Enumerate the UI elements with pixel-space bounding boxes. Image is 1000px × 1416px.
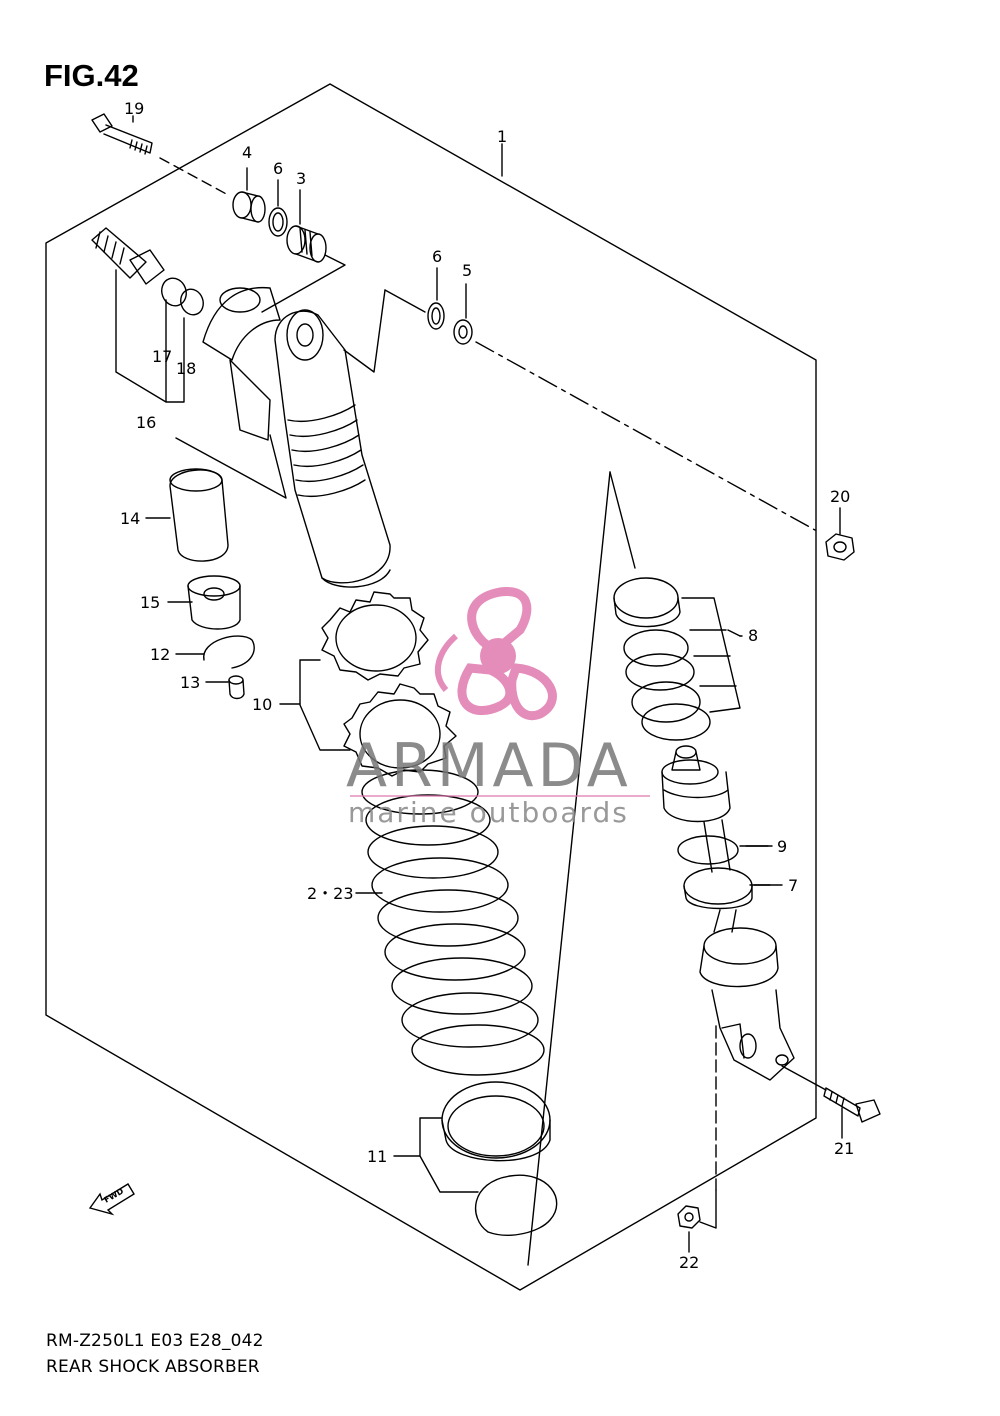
callout-13: 13: [180, 673, 200, 692]
o-ring-18: [180, 288, 204, 316]
watermark-brand: ARMADA: [346, 731, 632, 801]
callout-5: 5: [462, 261, 472, 280]
callout-10: 10: [252, 695, 272, 714]
damper-rod-assembly: [661, 745, 795, 1081]
spring-2-23: [361, 769, 545, 1076]
callout-22: 22: [679, 1253, 699, 1272]
callout-4: 4: [242, 143, 252, 162]
seal-6b: [427, 302, 445, 330]
stopper-ring-11: [474, 1174, 558, 1236]
cap-14: [169, 468, 229, 562]
assembly-outline: [45, 83, 817, 1291]
figure-description: REAR SHOCK ABSORBER: [46, 1357, 260, 1377]
bracket-11: [419, 1117, 479, 1193]
bearing-3: [286, 225, 327, 263]
piston-15: [187, 575, 241, 630]
callout-7: 7: [788, 876, 798, 895]
model-code: RM-Z250L1 E03 E28_042: [46, 1331, 264, 1351]
callout-20: 20: [830, 487, 850, 506]
figure-title: FIG.42: [44, 58, 139, 93]
callout-19: 19: [124, 99, 144, 118]
bracket-16: [115, 269, 185, 403]
snap-ring-12: [203, 635, 255, 669]
dash-leader-19: [159, 157, 231, 197]
bump-stop-8: [613, 577, 711, 741]
watermark-tagline: marine outboards: [348, 796, 629, 829]
callout-3: 3: [296, 169, 306, 188]
damper-body: [274, 309, 391, 588]
callout-2-23: 2・23: [307, 884, 354, 903]
o-ring-17: [161, 277, 187, 307]
lock-nut-10b: [343, 683, 457, 777]
seal-6a: [268, 207, 288, 237]
callout-12: 12: [150, 645, 170, 664]
callout-6a: 6: [273, 159, 283, 178]
callout-1: 1: [497, 127, 507, 146]
bolt-19: [91, 113, 153, 155]
bracket-10: [299, 659, 351, 751]
callout-9: 9: [777, 837, 787, 856]
dash-leader-top: [475, 341, 816, 531]
callout-8: 8: [748, 626, 758, 645]
spring-seat-11: [441, 1081, 551, 1162]
valve-13: [228, 675, 245, 700]
bolt-21: [823, 1087, 881, 1123]
watermark-logo: ARMADA marine outboards: [346, 587, 650, 829]
callout-21: 21: [834, 1139, 854, 1158]
propeller-icon: [434, 587, 557, 721]
nut-22: [677, 1205, 701, 1229]
collar-4: [232, 191, 266, 223]
callout-6b: 6: [432, 247, 442, 266]
lock-nut-10a: [321, 591, 429, 681]
callout-16: 16: [136, 413, 156, 432]
fwd-arrow-icon: FWD: [88, 1183, 135, 1216]
callout-17: 17: [152, 347, 172, 366]
leader-21-mount: [781, 1065, 827, 1091]
bracket-8: [681, 597, 741, 713]
valve-16: [91, 227, 165, 285]
callout-15: 15: [140, 593, 160, 612]
nut-20: [825, 533, 855, 561]
callout-14: 14: [120, 509, 140, 528]
callout-11: 11: [367, 1147, 387, 1166]
callout-18: 18: [176, 359, 196, 378]
washer-5: [453, 319, 473, 345]
reservoir-body: [202, 286, 281, 441]
